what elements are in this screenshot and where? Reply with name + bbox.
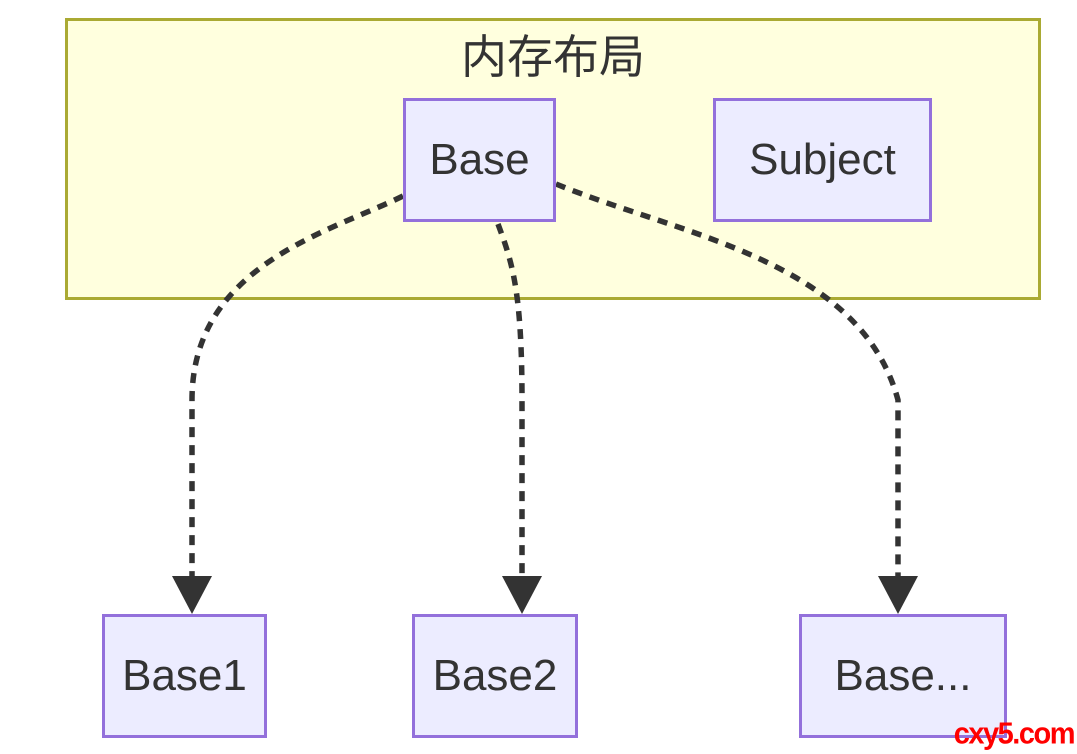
node-base1-label: Base1 — [122, 651, 247, 700]
edge-base-to-base1 — [172, 193, 405, 614]
node-base1: Base1 — [102, 614, 267, 738]
node-subject-label: Subject — [749, 135, 896, 184]
node-base-more: Base... — [799, 614, 1007, 738]
dashed-link — [189, 193, 405, 576]
node-base2-label: Base2 — [432, 651, 558, 700]
dashed-link — [495, 223, 525, 576]
watermark: cxy5.com — [953, 717, 1076, 751]
node-base: Base — [403, 98, 556, 222]
edge-base-to-base2 — [495, 223, 542, 614]
arrowhead-icon — [878, 576, 918, 614]
cluster-title: 内存布局 — [461, 31, 645, 83]
node-subject: Subject — [713, 98, 932, 222]
dashed-link — [554, 181, 901, 576]
arrowhead-icon — [502, 576, 542, 614]
arrowhead-icon — [172, 576, 212, 614]
edge-base-to-base-more — [554, 181, 918, 614]
node-base-more-label: Base... — [834, 651, 972, 700]
node-base-label: Base — [429, 135, 530, 184]
node-base2: Base2 — [412, 614, 578, 738]
